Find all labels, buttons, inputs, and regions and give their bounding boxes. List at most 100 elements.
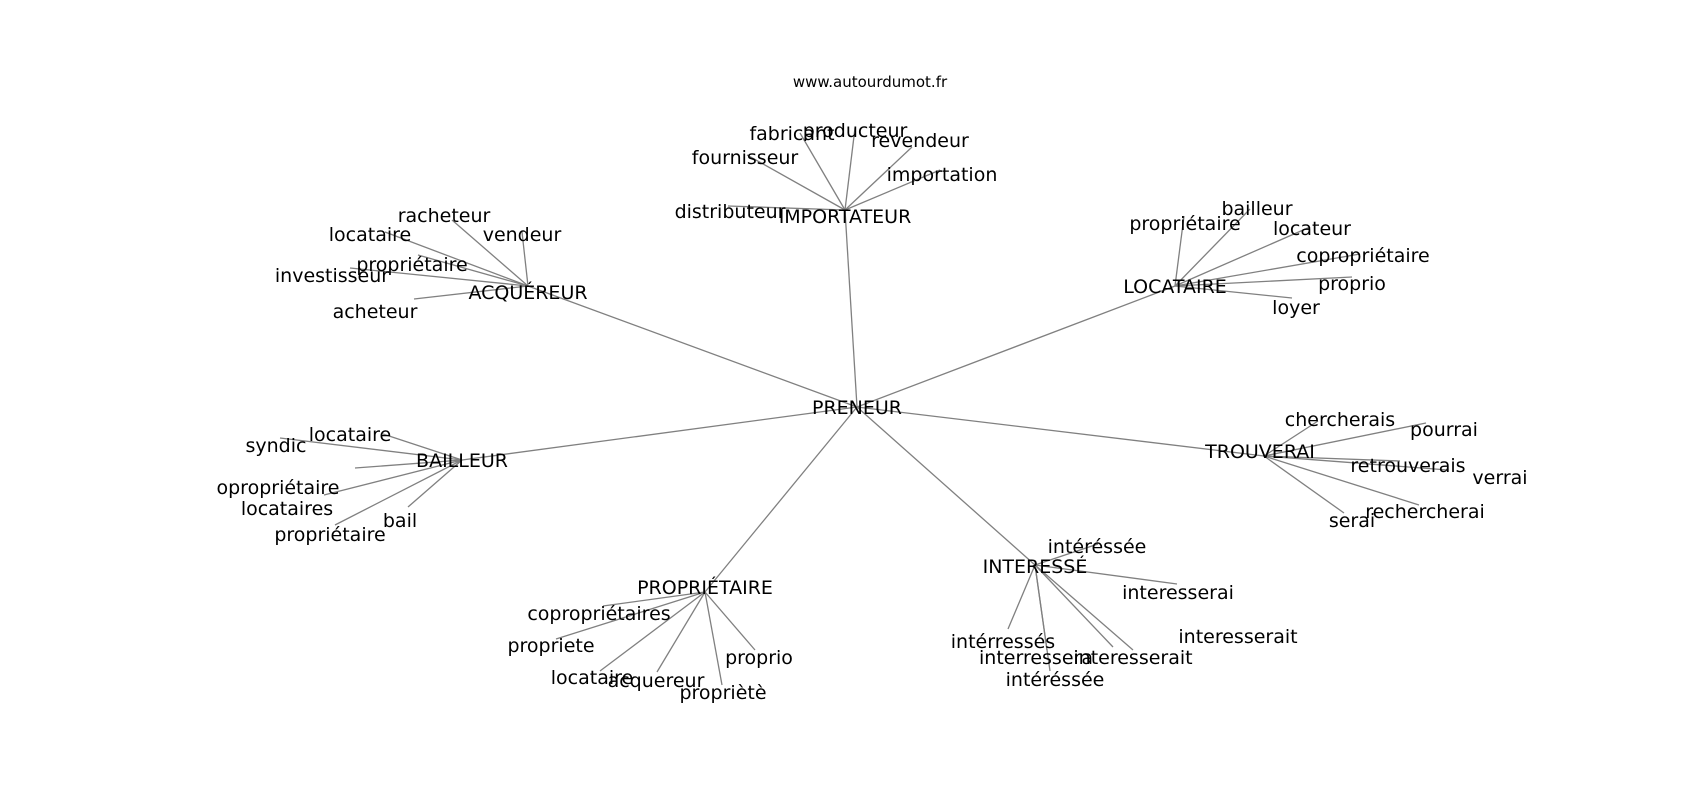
edge-hub-to-leaf xyxy=(1174,253,1361,287)
edge-center-to-hub xyxy=(527,285,858,408)
graph-labels: www.autourdumot.fr PRENEUR fabricantprod… xyxy=(217,73,1528,704)
leaf-node-label: copropriétaires xyxy=(527,603,670,625)
edge-hub-to-leaf xyxy=(1174,208,1251,287)
leaf-node-label: bailleur xyxy=(1221,198,1292,220)
edge-hub-to-leaf xyxy=(656,591,706,673)
edge-hub-to-leaf xyxy=(1034,564,1134,651)
leaf-node-label: revendeur xyxy=(871,130,969,152)
edge-center-to-hub xyxy=(856,406,1036,566)
leaf-node-label: propriete xyxy=(507,635,594,657)
leaf-node-label: vendeur xyxy=(483,224,562,246)
leaf-node-label: loyer xyxy=(1272,297,1320,319)
edge-hub-to-leaf xyxy=(844,169,941,211)
leaf-node-label: chercherais xyxy=(1285,409,1395,431)
leaf-node-label: intéréssée xyxy=(1006,669,1105,691)
leaf-node-label: propriétaire xyxy=(274,524,385,546)
edge-hub-to-leaf xyxy=(1034,564,1114,648)
edge-hub-to-leaf xyxy=(1034,543,1099,566)
leaf-node-label: proprio xyxy=(725,647,793,669)
edge-center-to-hub xyxy=(461,406,858,461)
leaf-node-label: locataires xyxy=(241,498,333,520)
edge-hub-to-leaf xyxy=(1263,455,1401,462)
edge-hub-to-leaf xyxy=(1174,215,1185,287)
leaf-node-label: acquereur xyxy=(608,670,705,692)
leaf-node-label: rechercherai xyxy=(1365,501,1485,523)
center-node-label: PRENEUR xyxy=(812,397,902,419)
edge-center-to-hub xyxy=(856,406,1265,457)
edge-hub-to-leaf xyxy=(1034,564,1178,585)
hub-node-label: LOCATAIRE xyxy=(1123,276,1227,298)
edge-hub-to-leaf xyxy=(1263,455,1420,506)
edge-hub-to-leaf xyxy=(704,591,756,651)
leaf-node-label: importation xyxy=(887,164,998,186)
edge-hub-to-leaf xyxy=(521,231,529,287)
hub-node-label: TROUVERAI xyxy=(1204,441,1315,463)
edge-hub-to-leaf xyxy=(844,146,913,211)
leaf-node-label: fournisseur xyxy=(692,147,799,169)
leaf-node-label: bail xyxy=(383,510,417,532)
leaf-node-label: interesserait xyxy=(1178,626,1297,648)
leaf-node-label: retrouverais xyxy=(1350,455,1465,477)
leaf-node-label: fabricant xyxy=(749,123,834,145)
edge-center-to-hub xyxy=(844,209,858,408)
leaf-node-label: locataire xyxy=(329,224,411,246)
edge-hub-to-leaf xyxy=(602,591,706,607)
edge-center-to-hub xyxy=(856,285,1176,408)
leaf-node-label: pourrai xyxy=(1410,419,1478,441)
leaf-node-label: propriétaire xyxy=(356,254,467,276)
leaf-node-label: copropriétaire xyxy=(1296,245,1429,267)
edge-hub-to-leaf xyxy=(844,127,856,211)
leaf-node-label: distributeur xyxy=(675,201,786,223)
edge-center-to-hub xyxy=(704,406,858,593)
edge-hub-to-leaf xyxy=(354,459,463,469)
leaf-node-label: locataire xyxy=(551,667,633,689)
leaf-node-label: serai xyxy=(1329,510,1375,532)
edge-hub-to-leaf xyxy=(1174,285,1293,299)
edge-hub-to-leaf xyxy=(1007,564,1036,630)
edge-hub-to-leaf xyxy=(1263,455,1345,514)
source-label: www.autourdumot.fr xyxy=(793,73,948,91)
leaf-node-label: locateur xyxy=(1273,218,1351,240)
edge-hub-to-leaf xyxy=(334,459,463,526)
edge-hub-to-leaf xyxy=(382,433,463,461)
edge-hub-to-leaf xyxy=(349,267,529,287)
edge-hub-to-leaf xyxy=(599,591,706,672)
edge-hub-to-leaf xyxy=(417,254,529,287)
hub-node-label: INTERESSÉ xyxy=(983,555,1088,578)
leaf-node-label: interesserai xyxy=(1122,582,1234,604)
edge-hub-to-leaf xyxy=(413,285,529,300)
hub-node-label: PROPRIÉTAIRE xyxy=(637,576,773,599)
edge-hub-to-leaf xyxy=(407,459,463,508)
edge-hub-to-leaf xyxy=(1034,564,1051,672)
edge-hub-to-leaf xyxy=(384,231,529,287)
edge-hub-to-leaf xyxy=(799,132,846,211)
hub-node-label: IMPORTATEUR xyxy=(779,206,912,228)
edge-hub-to-leaf xyxy=(1263,422,1427,457)
edge-hub-to-leaf xyxy=(555,591,706,640)
edge-hub-to-leaf xyxy=(1174,226,1311,287)
leaf-node-label: interesserait xyxy=(1073,647,1192,669)
edge-hub-to-leaf xyxy=(279,437,463,461)
leaf-node-label: propriétaire xyxy=(1129,213,1240,235)
leaf-node-label: intéréssée xyxy=(1048,536,1147,558)
leaf-node-label: acheteur xyxy=(333,301,418,323)
leaf-node-label: locataire xyxy=(309,424,391,446)
edge-hub-to-leaf xyxy=(451,219,529,287)
leaf-node-label: verrai xyxy=(1472,467,1527,489)
edge-hub-to-leaf xyxy=(1174,276,1353,287)
hub-node-label: ACQUÉREUR xyxy=(468,281,587,304)
edge-hub-to-leaf xyxy=(1263,455,1449,471)
graph-edges xyxy=(279,127,1449,686)
leaf-node-label: interressera xyxy=(979,647,1093,669)
edge-hub-to-leaf xyxy=(323,459,463,496)
leaf-node-label: racheteur xyxy=(398,205,491,227)
edge-hub-to-leaf xyxy=(704,591,723,686)
leaf-node-label: syndic xyxy=(246,435,307,457)
leaf-node-label: producteur xyxy=(803,120,908,142)
edge-hub-to-leaf xyxy=(727,205,846,211)
leaf-node-label: proprio xyxy=(1318,273,1386,295)
edge-hub-to-leaf xyxy=(746,154,846,211)
leaf-node-label: intérressés xyxy=(951,631,1055,653)
edge-hub-to-leaf xyxy=(1263,420,1319,457)
